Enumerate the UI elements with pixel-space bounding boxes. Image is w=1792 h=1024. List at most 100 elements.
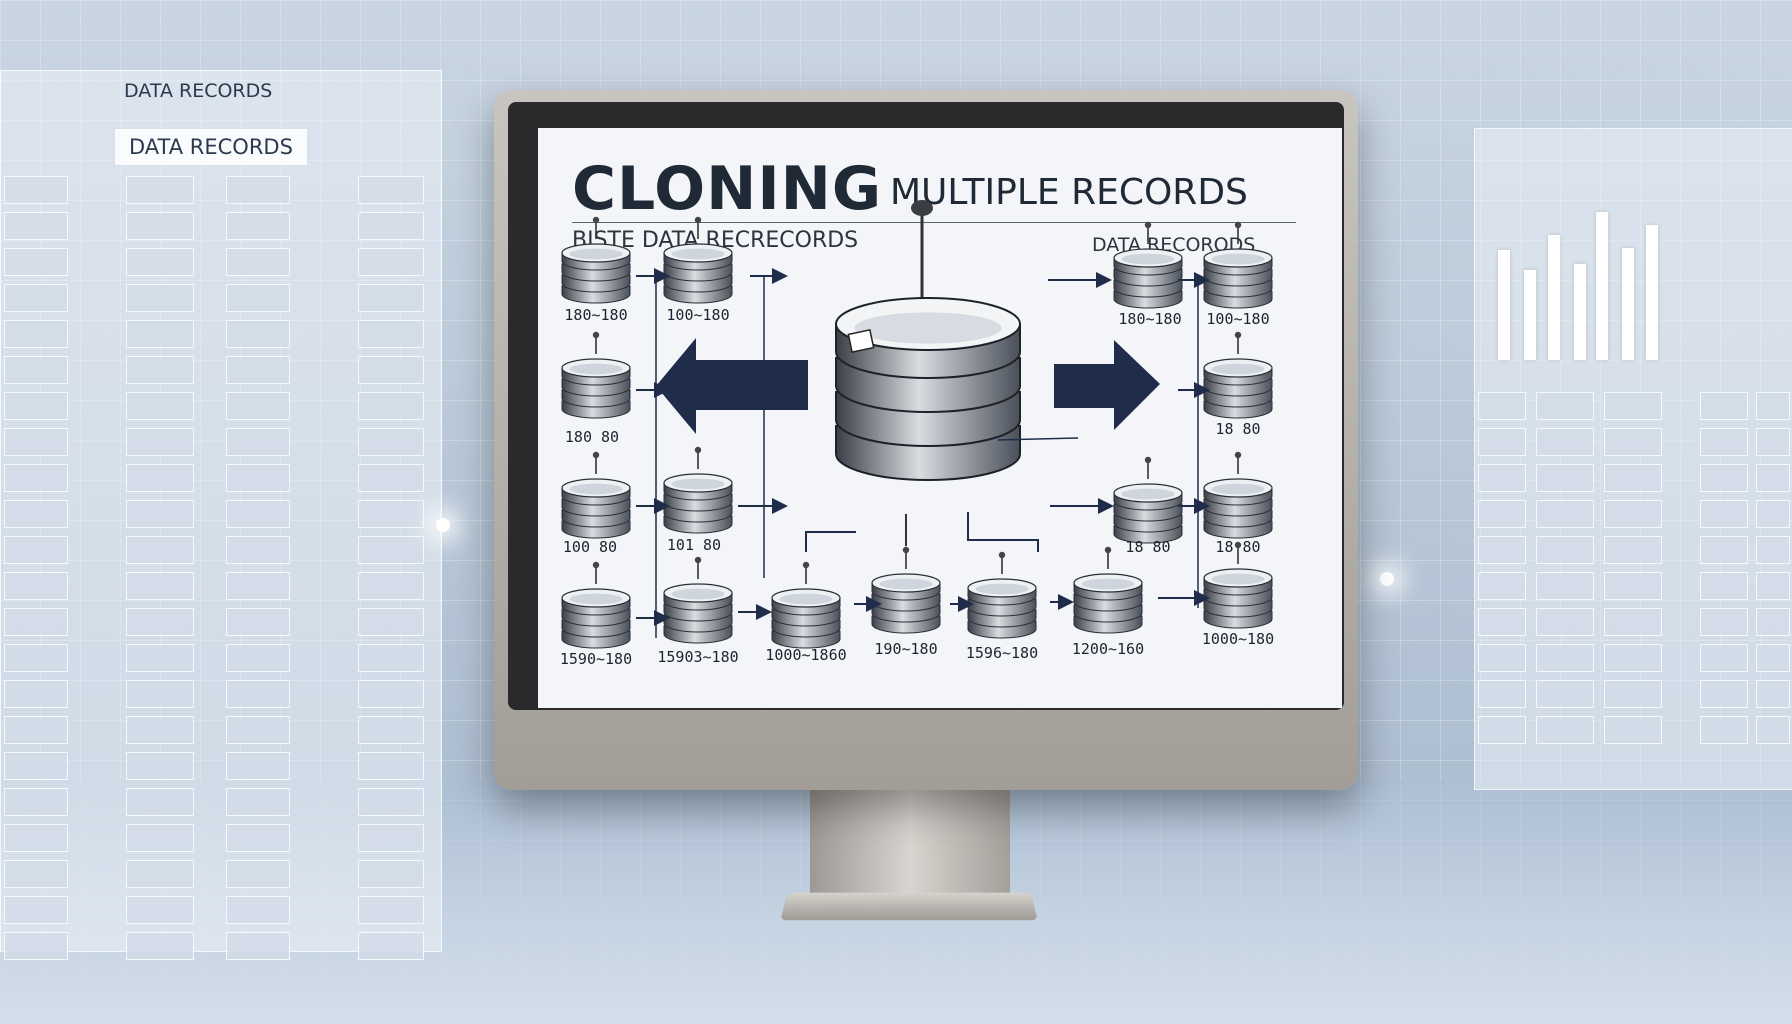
database-icon — [561, 331, 631, 419]
database-icon — [561, 451, 631, 539]
database-icon — [1203, 451, 1273, 539]
background-cell — [226, 716, 290, 744]
background-cell — [226, 176, 290, 204]
background-cell — [1478, 608, 1526, 636]
background-cell — [1604, 428, 1662, 456]
background-cell — [226, 608, 290, 636]
background-cell — [1700, 428, 1748, 456]
cloning-diagram — [561, 200, 1273, 649]
background-cell — [126, 680, 194, 708]
background-cell — [1756, 644, 1790, 672]
left-column-4 — [358, 176, 424, 960]
database-icon — [663, 556, 733, 644]
background-cell — [1604, 716, 1662, 744]
left-column-3 — [226, 176, 290, 960]
background-cell — [4, 536, 68, 564]
background-cell — [1604, 536, 1662, 564]
background-cell — [358, 896, 424, 924]
right-column-1 — [1478, 392, 1526, 744]
record-label: 100~180 — [1206, 310, 1270, 328]
database-icon — [1203, 331, 1273, 419]
record-label: 1000~180 — [1201, 630, 1275, 648]
record-label: 1596~180 — [965, 644, 1039, 662]
background-cell — [4, 932, 68, 960]
background-cell — [1536, 608, 1594, 636]
background-cell — [1700, 392, 1748, 420]
background-cell — [1756, 500, 1790, 528]
background-cell — [1478, 644, 1526, 672]
background-cell — [358, 356, 424, 384]
record-label: 180 80 — [564, 428, 620, 446]
database-icon — [1073, 546, 1143, 634]
database-icon — [663, 216, 733, 304]
background-cell — [226, 356, 290, 384]
record-label: 100 80 — [562, 538, 618, 556]
background-cell — [358, 824, 424, 852]
background-cell — [4, 284, 68, 312]
background-cell — [226, 212, 290, 240]
background-cell — [358, 212, 424, 240]
background-cell — [226, 536, 290, 564]
background-cell — [1536, 644, 1594, 672]
background-cell — [1536, 464, 1594, 492]
record-label: 1200~160 — [1071, 640, 1145, 658]
light-glow-left — [436, 518, 450, 532]
background-cell — [1536, 572, 1594, 600]
background-cell — [226, 392, 290, 420]
title-bold: CLONING — [572, 154, 883, 224]
background-cell — [358, 572, 424, 600]
background-cell — [226, 860, 290, 888]
background-cell — [1536, 500, 1594, 528]
right-column-5 — [1756, 392, 1790, 744]
background-cell — [1536, 392, 1594, 420]
big-arrow-left — [656, 338, 808, 434]
left-column-2 — [126, 176, 194, 960]
background-cell — [358, 176, 424, 204]
background-cell — [1604, 644, 1662, 672]
background-cell — [1604, 500, 1662, 528]
right-column-3 — [1604, 392, 1662, 744]
title-rest: MULTIPLE RECORDS — [890, 172, 1248, 213]
monitor-stand-neck — [810, 790, 1010, 905]
background-cell — [4, 464, 68, 492]
record-label: 18 80 — [1125, 538, 1171, 556]
background-cell — [126, 716, 194, 744]
left-column-1 — [4, 176, 68, 960]
background-cell — [4, 716, 68, 744]
database-icon — [561, 561, 631, 649]
background-cell — [1536, 716, 1594, 744]
background-cell — [1536, 680, 1594, 708]
record-label: 1000~1860 — [765, 646, 847, 664]
background-cell — [358, 788, 424, 816]
background-cell — [226, 428, 290, 456]
background-cell — [226, 248, 290, 276]
background-cell — [358, 284, 424, 312]
record-label: 101 80 — [666, 536, 722, 554]
background-cell — [1604, 680, 1662, 708]
background-cell — [126, 428, 194, 456]
background-cell — [126, 356, 194, 384]
background-cell — [126, 644, 194, 672]
background-cell — [358, 860, 424, 888]
background-cell — [1756, 716, 1790, 744]
elbow-link — [805, 531, 856, 552]
background-cell — [1478, 428, 1526, 456]
background-cell — [126, 860, 194, 888]
background-cell — [1478, 536, 1526, 564]
title-rule — [572, 222, 1296, 223]
background-cell — [1756, 392, 1790, 420]
background-cell — [1700, 716, 1748, 744]
background-cell — [4, 824, 68, 852]
background-cell — [358, 392, 424, 420]
background-cell — [126, 320, 194, 348]
background-cell — [1700, 608, 1748, 636]
background-cell — [1536, 428, 1594, 456]
background-cell — [226, 824, 290, 852]
background-cell — [4, 788, 68, 816]
background-cell — [126, 464, 194, 492]
database-icon — [871, 546, 941, 634]
background-cell — [358, 752, 424, 780]
background-cell — [4, 680, 68, 708]
background-cell — [226, 572, 290, 600]
background-cell — [358, 320, 424, 348]
